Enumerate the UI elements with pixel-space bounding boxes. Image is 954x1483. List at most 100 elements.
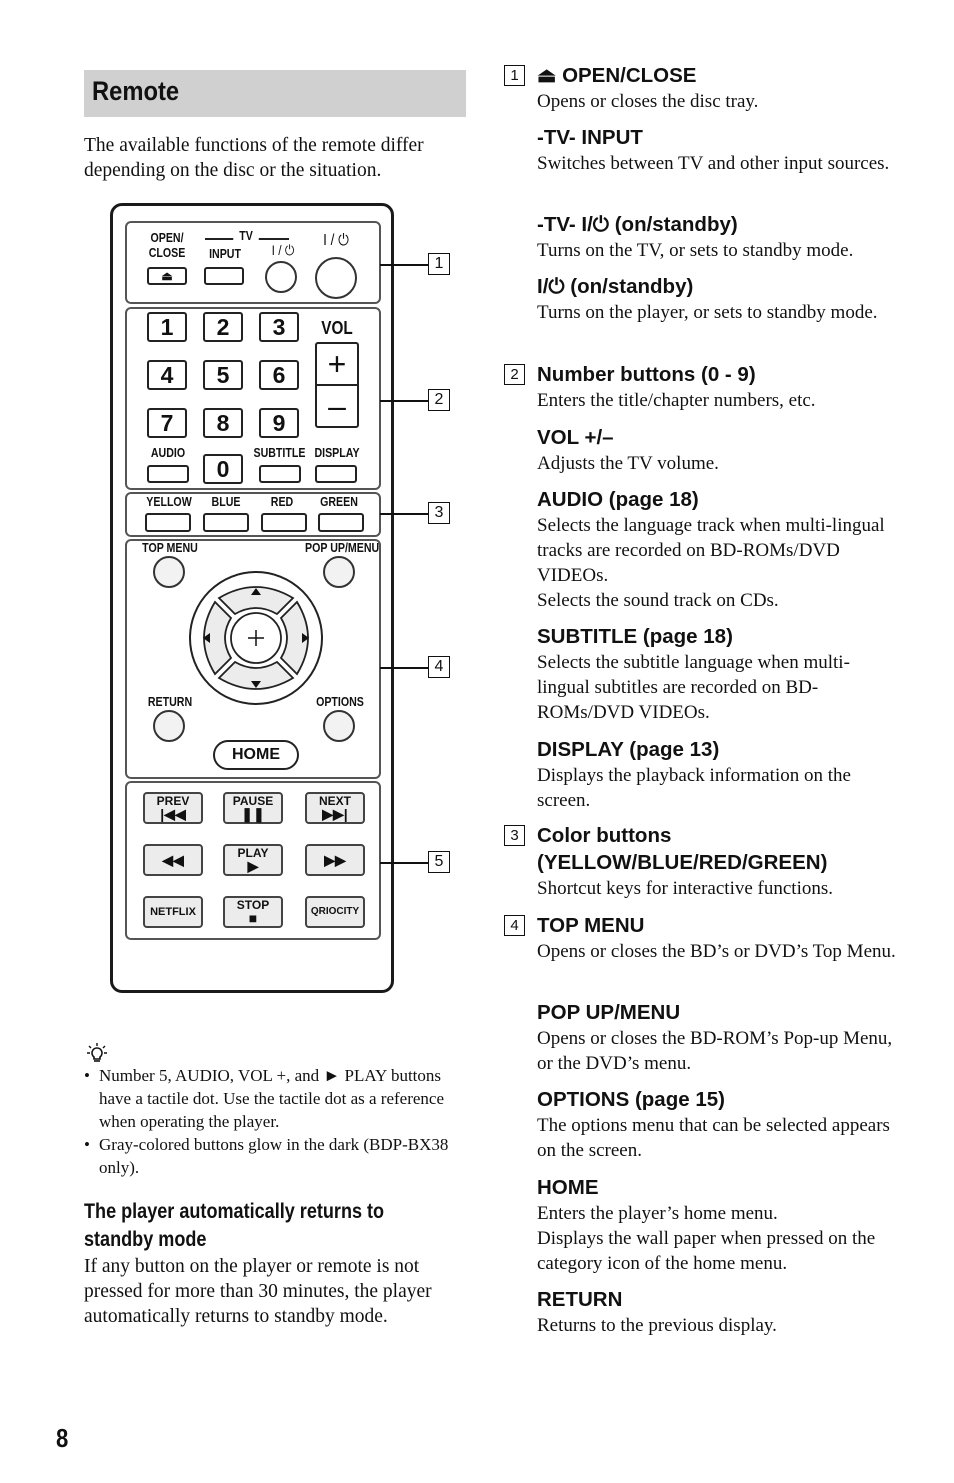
- up-arrow-icon: [251, 588, 261, 595]
- function-title: HOME: [537, 1176, 599, 1199]
- function-entry: -TV- I/⏻ (on/standby) Turns on the TV, or…: [537, 211, 897, 263]
- function-description: Opens or closes the disc tray.: [537, 91, 759, 112]
- function-title: I/⏻ (on/standby): [537, 275, 694, 298]
- callout-leader-4: [380, 667, 428, 669]
- left-arrow-button[interactable]: [203, 600, 233, 676]
- function-title: VOL +/–: [537, 426, 614, 449]
- tv-power-button[interactable]: [265, 261, 297, 293]
- callout-1: 1: [428, 253, 450, 275]
- function-title: -TV- I/⏻ (on/standby): [537, 213, 738, 236]
- netflix-button[interactable]: NETFLIX: [143, 896, 203, 928]
- function-description: Selects the subtitle language when multi…: [537, 652, 850, 723]
- options-button[interactable]: [323, 710, 355, 742]
- function-description: Enters the player’s home menu. Displays …: [537, 1203, 876, 1274]
- function-entry: ⏏ OPEN/CLOSE Opens or closes the disc tra…: [537, 62, 897, 114]
- function-title: ⏏ OPEN/CLOSE: [537, 64, 697, 87]
- green-button[interactable]: [318, 513, 364, 532]
- right-arrow-icon: [302, 633, 309, 643]
- vol-label: VOL: [321, 318, 353, 338]
- stop-button[interactable]: STOP■: [223, 896, 283, 928]
- function-entry: OPTIONS (page 15)The options menu that c…: [537, 1086, 897, 1163]
- number-button-7[interactable]: 7: [147, 408, 187, 438]
- display-button[interactable]: [315, 465, 357, 483]
- section-number-2: 2: [504, 364, 525, 385]
- play-button[interactable]: PLAY▶: [223, 844, 283, 876]
- home-button[interactable]: HOME: [213, 740, 299, 770]
- qriocity-button[interactable]: QRIOCITY: [305, 896, 365, 928]
- vol-minus-icon: –: [328, 388, 346, 424]
- qriocity-label: QRIOCITY: [310, 906, 360, 917]
- subtitle-button[interactable]: [259, 465, 301, 483]
- number-button-3[interactable]: 3: [259, 312, 299, 342]
- enter-cross-icon: [248, 630, 264, 646]
- number-button-9[interactable]: 9: [259, 408, 299, 438]
- yellow-label: YELLOW: [146, 495, 192, 509]
- rewind-icon: ◀◀: [162, 852, 184, 868]
- blue-button[interactable]: [203, 513, 249, 532]
- top-menu-label: TOP MENU: [142, 541, 198, 555]
- function-description: Turns on the TV, or sets to standby mode…: [537, 240, 854, 261]
- return-button[interactable]: [153, 710, 185, 742]
- callout-3: 3: [428, 502, 450, 524]
- function-title: POP UP/MENU: [537, 1001, 681, 1024]
- pop-up-menu-label: POP UP/MENU: [305, 541, 380, 555]
- fast-forward-button[interactable]: ▶▶: [305, 844, 365, 876]
- function-entry: Number buttons (0 - 9)Enters the title/c…: [537, 361, 897, 413]
- number-button-2[interactable]: 2: [203, 312, 243, 342]
- function-title: RETURN: [537, 1288, 623, 1311]
- prev-icon: |◀◀: [160, 806, 186, 822]
- standby-heading: The player automatically returns to stan…: [84, 1200, 385, 1251]
- function-description: Shortcut keys for interactive functions.: [537, 878, 834, 899]
- remote-illustration: OPEN/ CLOSE ⏏ TV INPUT I / ⏻ I / ⏻ 1 2 3…: [110, 203, 450, 994]
- function-entry: SUBTITLE (page 18)Selects the subtitle l…: [537, 623, 897, 725]
- right-arrow-button[interactable]: [279, 600, 309, 676]
- pause-label: PAUSE: [232, 794, 274, 808]
- tv-input-button[interactable]: [204, 267, 244, 285]
- section-number-1: 1: [504, 65, 525, 86]
- callout-leader-3: [380, 513, 428, 515]
- open-close-button[interactable]: ⏏: [147, 267, 187, 285]
- next-button[interactable]: NEXT▶▶|: [305, 792, 365, 824]
- number-button-1[interactable]: 1: [147, 312, 187, 342]
- rewind-button[interactable]: ◀◀: [143, 844, 203, 876]
- navigation-pad[interactable]: [181, 568, 331, 708]
- number-button-8[interactable]: 8: [203, 408, 243, 438]
- audio-button[interactable]: [147, 465, 189, 483]
- vol-rocker[interactable]: + –: [315, 342, 359, 428]
- pop-up-menu-button[interactable]: [323, 556, 355, 588]
- red-button[interactable]: [261, 513, 307, 532]
- function-title: DISPLAY (page 13): [537, 738, 720, 761]
- function-description: Opens or closes the BD’s or DVD’s Top Me…: [537, 941, 896, 962]
- tv-label: TV: [233, 230, 259, 243]
- vol-plus-icon: +: [327, 346, 347, 382]
- yellow-button[interactable]: [145, 513, 191, 532]
- tips-list: Number 5, AUDIO, VOL +, and ► PLAY butto…: [84, 1064, 469, 1179]
- display-label: DISPLAY: [314, 446, 360, 460]
- subtitle-label: SUBTITLE: [253, 446, 306, 460]
- power-button[interactable]: [315, 257, 357, 299]
- intro-text: The available functions of the remote di…: [84, 135, 424, 181]
- up-arrow-button[interactable]: [217, 586, 295, 616]
- function-title: Number buttons (0 - 9): [537, 363, 756, 386]
- number-button-0[interactable]: 0: [203, 454, 243, 484]
- prev-button[interactable]: PREV|◀◀: [143, 792, 203, 824]
- number-button-5[interactable]: 5: [203, 360, 243, 390]
- red-label: RED: [270, 495, 294, 509]
- number-button-4[interactable]: 4: [147, 360, 187, 390]
- function-title: OPTIONS (page 15): [537, 1088, 725, 1111]
- vol-divider: [317, 384, 357, 386]
- number-button-6[interactable]: 6: [259, 360, 299, 390]
- top-menu-button[interactable]: [153, 556, 185, 588]
- down-arrow-button[interactable]: [217, 660, 295, 690]
- lightbulb-icon: [87, 1043, 107, 1062]
- next-icon: ▶▶|: [322, 806, 348, 822]
- tip-item: Gray-colored buttons glow in the dark (B…: [84, 1133, 469, 1179]
- blue-label: BLUE: [211, 495, 241, 509]
- callout-leader-5: [380, 862, 428, 864]
- netflix-label: NETFLIX: [150, 906, 196, 918]
- function-description: Turns on the player, or sets to standby …: [537, 302, 878, 323]
- tv-power-label: I / ⏻: [271, 242, 295, 258]
- pause-button[interactable]: PAUSE❚❚: [223, 792, 283, 824]
